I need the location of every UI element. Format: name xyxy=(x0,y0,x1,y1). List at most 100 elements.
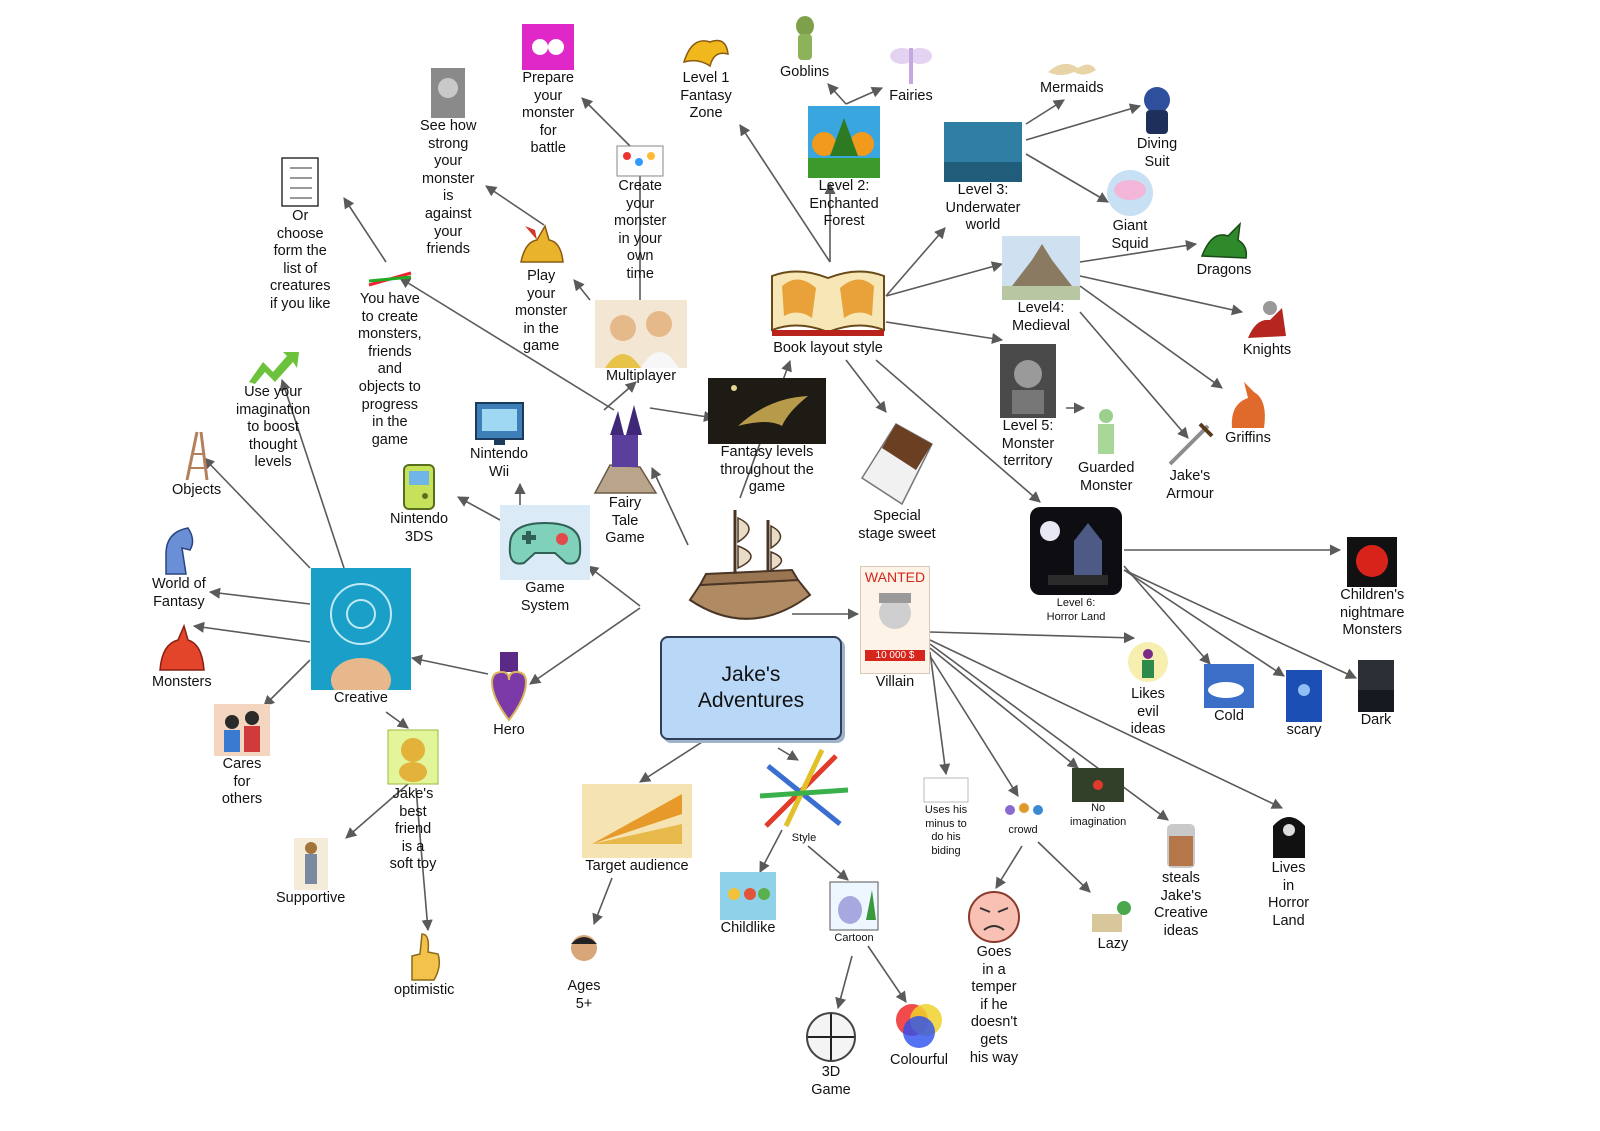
connector-arrow xyxy=(885,227,946,297)
connector-arrow xyxy=(885,261,1004,297)
node-objects[interactable]: Objects xyxy=(172,430,221,500)
node-supportive[interactable]: Supportive xyxy=(276,838,345,908)
node-fairy-tale-game[interactable]: Fairy Tale Game xyxy=(590,405,660,548)
node-nintendo-wii[interactable]: Nintendo Wii xyxy=(470,401,528,481)
node-ages[interactable]: Ages 5+ xyxy=(563,928,605,1013)
node-villain[interactable]: WANTED 10 000 $ Villain xyxy=(860,566,930,692)
node-steals-ideas[interactable]: steals Jake's Creative ideas xyxy=(1154,818,1208,940)
node-prepare-monster[interactable]: Prepare your monster for battle xyxy=(522,24,574,158)
node-level6[interactable]: Level 6: Horror Land xyxy=(1028,505,1124,624)
dark-sea-icon xyxy=(1358,660,1394,712)
node-optimistic[interactable]: optimistic xyxy=(394,930,454,1000)
connector-arrow xyxy=(845,86,884,105)
cartoon-dino-icon xyxy=(829,881,879,931)
node-book-layout[interactable]: Book layout style xyxy=(768,262,888,358)
node-diving-suit[interactable]: Diving Suit xyxy=(1136,84,1178,171)
portrait-icon xyxy=(879,593,911,629)
node-3d-game[interactable]: 3D Game xyxy=(804,1010,858,1099)
haunted-house-icon xyxy=(1030,507,1122,595)
node-knights[interactable]: Knights xyxy=(1242,296,1292,360)
node-choose-list[interactable]: Or choose form the list of creatures if … xyxy=(270,156,330,314)
node-game-system[interactable]: Game System xyxy=(500,505,590,615)
node-uses-minus[interactable]: Uses his minus to do his biding xyxy=(922,776,970,858)
node-level5[interactable]: Level 5: Monster territory xyxy=(1000,344,1056,471)
node-see-how-strong[interactable]: See how strong your monster is against y… xyxy=(420,68,476,259)
node-create-monster[interactable]: Create your monster in your own time xyxy=(614,144,666,284)
node-childlike[interactable]: Childlike xyxy=(720,872,776,938)
node-no-imagination[interactable]: No imagination xyxy=(1070,768,1126,829)
connector-arrow xyxy=(1079,311,1189,439)
node-creative[interactable]: Creative xyxy=(311,568,411,708)
node-likes-evil[interactable]: Likes evil ideas xyxy=(1126,640,1170,739)
chocolate-bar-icon xyxy=(860,422,933,506)
connector-arrow xyxy=(410,654,489,675)
node-nintendo-3ds[interactable]: Nintendo 3DS xyxy=(390,463,448,546)
connector-arrow xyxy=(835,955,853,1010)
node-level1[interactable]: Level 1 Fantasy Zone xyxy=(680,32,732,123)
node-level3[interactable]: Level 3: Underwater world xyxy=(944,122,1022,235)
castle-photo-icon xyxy=(1002,236,1080,300)
node-jakes-armour[interactable]: Jake's Armour xyxy=(1164,418,1216,503)
node-lazy[interactable]: Lazy xyxy=(1088,894,1138,954)
evil-figure-icon xyxy=(1128,642,1168,682)
node-cares[interactable]: Cares for others xyxy=(214,704,270,809)
node-best-friend[interactable]: Jake's best friend is a soft toy xyxy=(386,728,440,874)
checklist-icon xyxy=(281,157,319,207)
node-hero[interactable]: Hero xyxy=(488,652,530,740)
handheld-console-icon xyxy=(403,464,436,510)
forest-icon xyxy=(808,106,880,178)
sword-icon xyxy=(1168,422,1214,466)
node-fantasy-levels[interactable]: Fantasy levels throughout the game xyxy=(708,378,826,497)
connector-arrow xyxy=(827,83,847,105)
node-monsters[interactable]: Monsters xyxy=(152,622,212,692)
connector-arrow xyxy=(807,845,849,881)
fighters-icon xyxy=(522,24,575,70)
node-cartoon[interactable]: Cartoon xyxy=(828,880,880,946)
node-style[interactable]: Style xyxy=(756,746,852,846)
scary-photo-icon xyxy=(1286,670,1322,722)
purple-heart-medal-icon xyxy=(490,652,528,722)
golden-dragon-icon xyxy=(682,39,729,68)
node-imagination[interactable]: Use your imagination to boost thought le… xyxy=(236,352,310,472)
teddy-bear-icon xyxy=(387,729,439,785)
node-goblins[interactable]: Goblins xyxy=(780,12,829,82)
node-guarded-monster[interactable]: Guarded Monster xyxy=(1078,406,1134,495)
node-giant-squid[interactable]: Giant Squid xyxy=(1104,168,1156,253)
chess-knight-icon xyxy=(165,527,194,575)
connector-arrow xyxy=(399,277,615,411)
node-cold[interactable]: Cold xyxy=(1204,664,1254,726)
red-monster-icon xyxy=(1347,537,1398,587)
connector-arrow xyxy=(263,659,311,707)
node-griffins[interactable]: Griffins xyxy=(1224,378,1272,448)
paint-palette-icon xyxy=(616,145,664,177)
node-dark[interactable]: Dark xyxy=(1358,660,1394,730)
connector-arrow xyxy=(929,651,951,776)
node-special-stage[interactable]: Special stage sweet xyxy=(852,418,942,543)
connector-arrow xyxy=(415,787,433,932)
node-level4[interactable]: Level4: Medieval xyxy=(1002,236,1080,335)
node-scary[interactable]: scary xyxy=(1286,670,1322,740)
node-colourful[interactable]: Colourful xyxy=(890,1000,948,1070)
root-node[interactable]: Jake's Adventures xyxy=(660,636,842,740)
node-multiplayer[interactable]: Multiplayer xyxy=(595,300,687,386)
node-target-audience[interactable]: Target audience xyxy=(582,784,692,876)
node-temper[interactable]: Goes in a temper if he doesn't gets his … xyxy=(966,890,1022,1067)
connector-arrow xyxy=(1079,275,1244,316)
node-crowd[interactable]: crowd xyxy=(1000,800,1046,838)
paintbrushes-icon xyxy=(759,748,849,828)
node-level2[interactable]: Level 2: Enchanted Forest xyxy=(808,106,880,231)
node-dragons[interactable]: Dragons xyxy=(1196,220,1252,280)
monster-photo-icon xyxy=(1000,344,1056,418)
coin-jar-icon xyxy=(1167,824,1195,868)
node-world-fantasy[interactable]: World of Fantasy xyxy=(152,524,206,611)
node-you-have-create[interactable]: You have to create monsters, friends and… xyxy=(358,267,422,449)
standing-person-icon xyxy=(293,838,328,890)
node-play-monster[interactable]: Play your monster in the game xyxy=(515,222,567,356)
connector-arrow xyxy=(1079,240,1198,263)
node-mermaids[interactable]: Mermaids xyxy=(1040,50,1104,98)
color-wheel-icon xyxy=(896,1004,943,1048)
node-fairies[interactable]: Fairies xyxy=(886,38,936,106)
connector-arrow xyxy=(649,407,716,422)
node-lives-horror[interactable]: Lives in Horror Land xyxy=(1268,808,1309,930)
node-childrens-nightmare[interactable]: Children's nightmare Monsters xyxy=(1340,537,1404,640)
